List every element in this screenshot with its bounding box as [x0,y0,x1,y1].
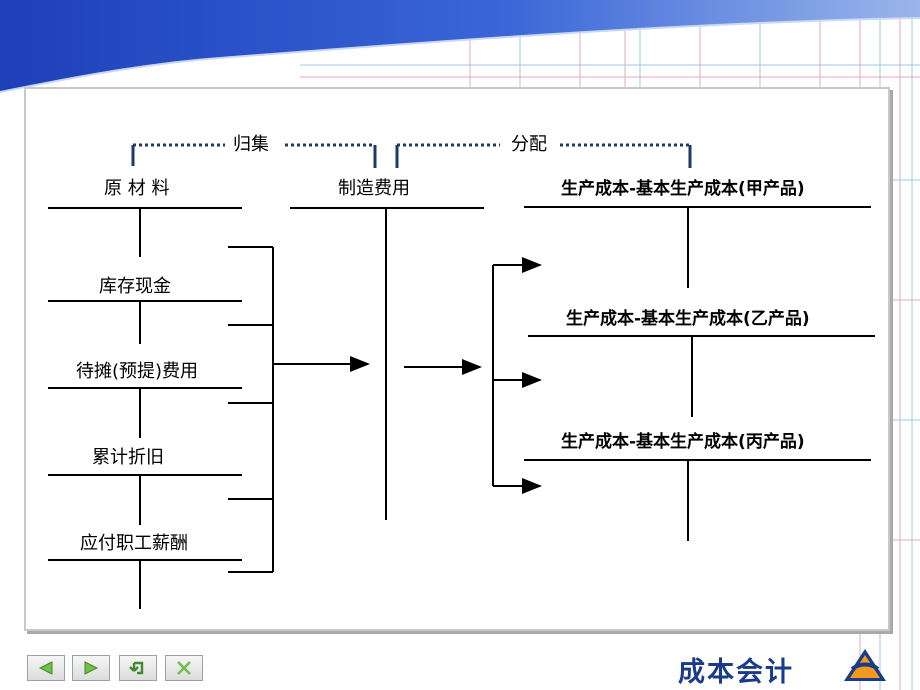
content-panel [24,87,890,631]
next-icon [84,661,99,675]
bracket-lines [131,143,692,168]
close-icon [177,661,191,675]
return-button[interactable] [119,655,157,681]
header-wave [0,0,920,92]
account-prepaid-expenses: 待摊(预提)费用 [76,361,199,382]
account-payroll-payable: 应付职工薪酬 [80,533,188,554]
prev-button[interactable] [27,655,65,681]
collect-label: 归集 [233,134,269,155]
brand-title: 成本会计 [678,657,794,688]
account-cash-on-hand: 库存现金 [99,276,171,297]
next-button[interactable] [72,655,110,681]
account-product-b: 生产成本-基本生产成本(乙产品) [566,309,810,329]
allocate-label: 分配 [511,134,547,155]
flow-arrows [273,257,542,494]
close-button[interactable] [165,655,203,681]
account-manufacturing-overhead: 制造费用 [338,178,410,199]
brand-logo-icon [844,649,886,681]
return-icon [129,661,144,675]
account-product-a: 生产成本-基本生产成本(甲产品) [561,179,805,199]
prev-icon [38,661,53,675]
account-product-c: 生产成本-基本生产成本(丙产品) [561,432,805,452]
account-raw-materials: 原 材 料 [104,178,170,199]
t-accounts [48,206,875,609]
account-accumulated-depreciation: 累计折旧 [92,447,164,468]
